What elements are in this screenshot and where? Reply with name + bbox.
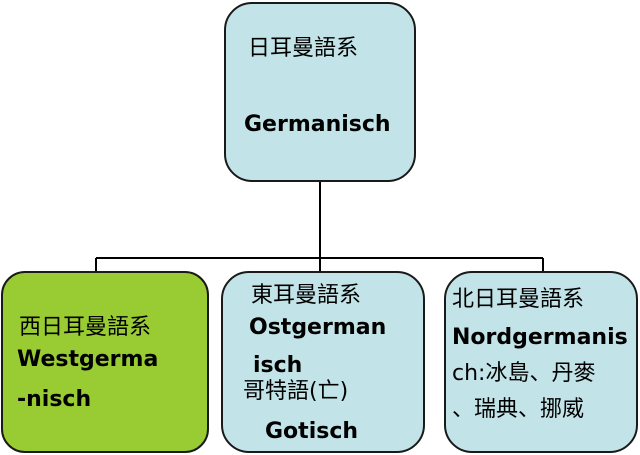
west-name-german-part2: -nisch bbox=[17, 387, 92, 412]
north-name-chinese: 北日耳曼語系 bbox=[452, 287, 585, 312]
west-name-german-part1: Westgerma bbox=[17, 347, 159, 372]
east-example-chinese: 哥特語(亡) bbox=[243, 379, 349, 404]
root-node-germanic: 日耳曼語系 Germanisch bbox=[224, 2, 416, 182]
root-name-chinese: 日耳曼語系 bbox=[248, 36, 359, 61]
north-examples: 、瑞典、挪威 bbox=[452, 397, 585, 422]
node-north-germanic: 北日耳曼語系 Nordgermanis ch:冰島、丹麥 、瑞典、挪威 bbox=[444, 271, 638, 453]
east-name-german-part1: Ostgerman bbox=[249, 315, 387, 340]
east-name-german-part2: isch bbox=[253, 353, 303, 378]
root-name-german: Germanisch bbox=[244, 112, 391, 137]
node-east-germanic: 東耳曼語系 Ostgerman isch 哥特語(亡) Gotisch bbox=[221, 271, 425, 453]
west-name-chinese: 西日耳曼語系 bbox=[19, 315, 152, 340]
east-name-chinese: 東耳曼語系 bbox=[251, 283, 362, 308]
east-example-german: Gotisch bbox=[265, 419, 359, 444]
north-name-german-part2: ch:冰島、丹麥 bbox=[452, 361, 596, 386]
node-west-germanic: 西日耳曼語系 Westgerma -nisch bbox=[1, 271, 209, 453]
north-name-german-part1: Nordgermanis bbox=[452, 325, 628, 350]
